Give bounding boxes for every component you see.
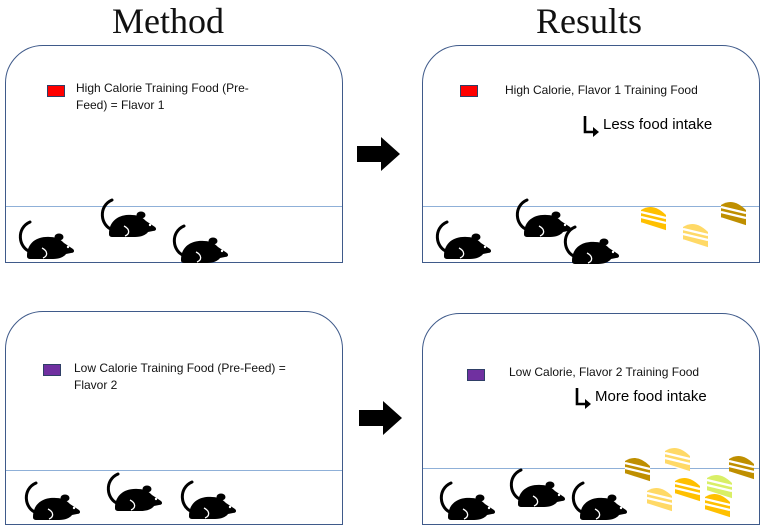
cake-slice-icon bbox=[623, 454, 653, 486]
results-low-calorie-label: Low Calorie, Flavor 2 Training Food bbox=[509, 365, 700, 379]
low-calorie-swatch bbox=[467, 369, 485, 381]
high-calorie-swatch bbox=[460, 85, 478, 97]
cake-slice-icon bbox=[681, 220, 711, 252]
elbow-arrow-icon bbox=[583, 116, 599, 137]
cake-slice-icon bbox=[727, 452, 757, 484]
right-arrow-icon bbox=[359, 401, 402, 435]
floor-line bbox=[6, 206, 342, 207]
method-high-calorie-panel: High Calorie Training Food (Pre- Feed) =… bbox=[5, 45, 343, 263]
method-high-calorie-label: High Calorie Training Food (Pre- Feed) =… bbox=[76, 81, 249, 112]
rat-silhouette-icon bbox=[559, 221, 621, 267]
high-calorie-swatch bbox=[47, 85, 65, 97]
cake-slice-icon bbox=[645, 484, 675, 516]
rat-silhouette-icon bbox=[176, 476, 238, 522]
floor-line bbox=[423, 206, 759, 207]
method-heading: Method bbox=[112, 1, 224, 41]
cake-slice-icon bbox=[673, 474, 703, 506]
rat-silhouette-icon bbox=[567, 477, 629, 523]
results-heading: Results bbox=[536, 1, 643, 41]
elbow-arrow-icon bbox=[575, 388, 591, 409]
rat-silhouette-icon bbox=[431, 216, 493, 262]
floor-line bbox=[423, 468, 759, 469]
cake-slice-icon bbox=[663, 444, 693, 476]
cake-slice-icon bbox=[719, 198, 749, 230]
rat-silhouette-icon bbox=[435, 477, 497, 523]
less-food-intake-callout: Less food intake bbox=[583, 116, 712, 138]
less-food-intake-text: Less food intake bbox=[603, 116, 713, 133]
rat-silhouette-icon bbox=[505, 464, 567, 510]
rat-silhouette-icon bbox=[20, 477, 82, 523]
cake-slice-icon bbox=[703, 490, 733, 522]
rat-silhouette-icon bbox=[96, 194, 158, 240]
results-high-calorie-panel: High Calorie, Flavor 1 Training Food Les… bbox=[422, 45, 760, 263]
cake-slice-icon bbox=[639, 203, 669, 235]
low-calorie-swatch bbox=[43, 364, 61, 376]
more-food-intake-callout: More food intake bbox=[575, 388, 707, 410]
rat-silhouette-icon bbox=[102, 468, 164, 514]
rat-silhouette-icon bbox=[14, 216, 76, 262]
right-arrow-icon bbox=[357, 137, 400, 171]
results-low-calorie-panel: Low Calorie, Flavor 2 Training Food More… bbox=[422, 313, 760, 525]
more-food-intake-text: More food intake bbox=[595, 388, 707, 405]
rat-silhouette-icon bbox=[168, 220, 230, 266]
results-high-calorie-label: High Calorie, Flavor 1 Training Food bbox=[505, 83, 698, 97]
method-low-calorie-label: Low Calorie Training Food (Pre-Feed) = F… bbox=[74, 361, 286, 392]
floor-line bbox=[6, 470, 342, 471]
method-low-calorie-panel: Low Calorie Training Food (Pre-Feed) = F… bbox=[5, 311, 343, 525]
